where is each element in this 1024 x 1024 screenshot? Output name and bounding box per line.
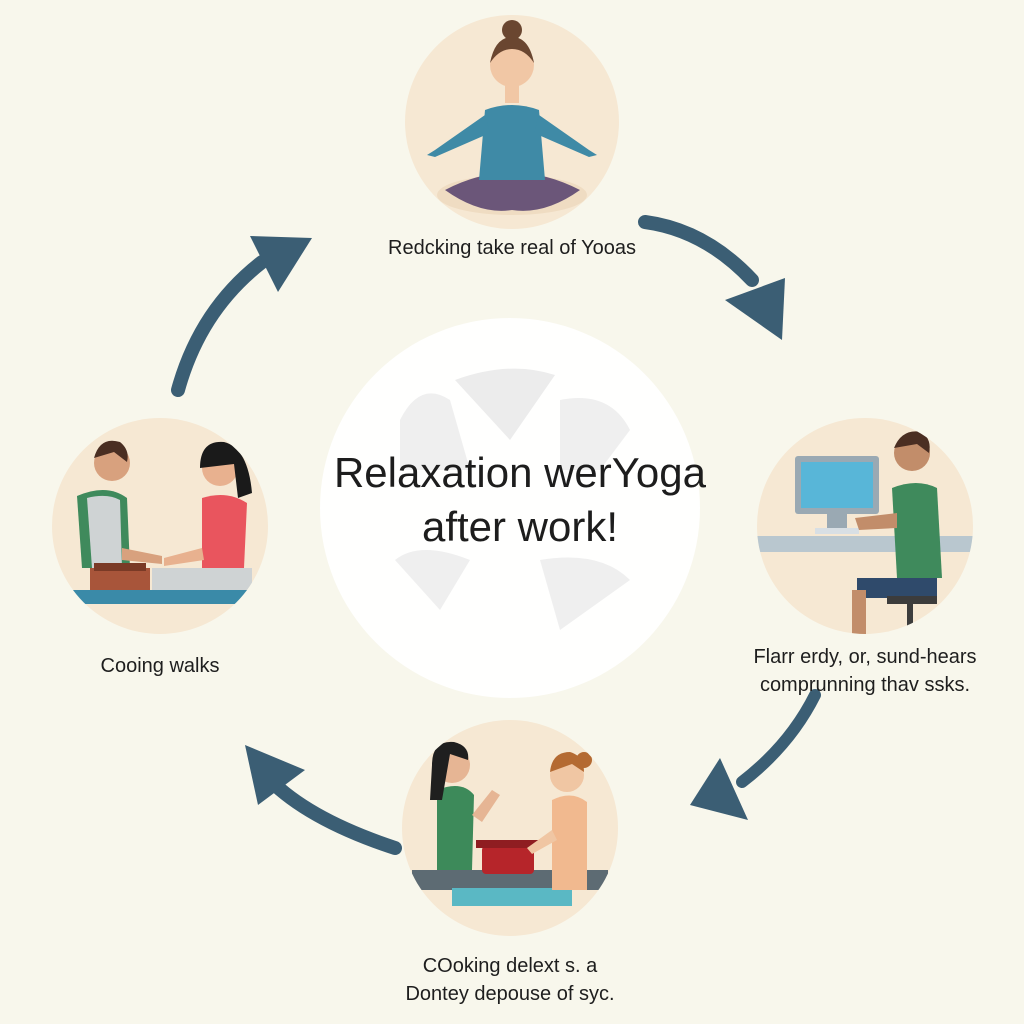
yoga-meditation-illustration [405,15,619,229]
caption-computer-line2: comprunning thav ssks. [720,671,1010,699]
couple-sitting-illustration [52,418,268,634]
node-couple [52,418,268,634]
curved-arrow-icon [690,695,815,820]
computer-work-illustration [757,418,973,634]
curved-arrow-icon [178,236,312,390]
caption-computer-line1: Flarr erdy, or, sund-hears [720,643,1010,671]
node-computer [757,418,973,634]
caption-couple: Cooing walks [60,652,260,680]
caption-cooking: COoking delext s. a Dontey depouse of sy… [360,952,660,1008]
node-yoga [405,15,619,229]
caption-cooking-line1: COoking delext s. a [360,952,660,980]
caption-cooking-line2: Dontey depouse of syc. [360,980,660,1008]
caption-yoga: Redcking take real of Yooas [330,234,694,262]
cooking-together-illustration [402,720,618,936]
caption-computer: Flarr erdy, or, sund-hears comprunning t… [720,643,1010,699]
curved-arrow-icon [245,745,395,848]
node-cooking [402,720,618,936]
